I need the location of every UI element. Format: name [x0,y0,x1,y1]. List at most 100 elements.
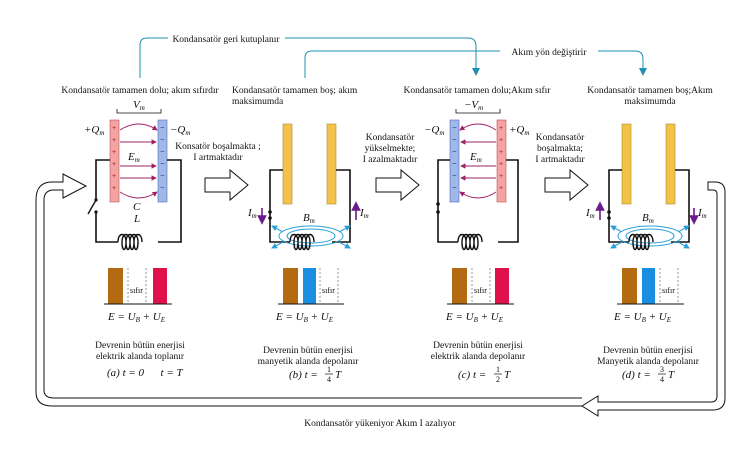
panel-b-circuit: Bm Im Im [247,123,369,251]
arrow-label-2a: Kondansatör [366,133,415,143]
energy-bars-a: sıfır [104,268,172,305]
svg-text:+: + [499,161,503,168]
arrow-right-icon [544,168,589,202]
charge-minus-a: −Q [170,124,185,136]
svg-text:+: + [112,137,116,144]
bottom-cycle-label: Kondansatör yükeniyor Akım I azalıyor [304,419,456,429]
arrow-label-3b: boşalmakta; [537,144,583,154]
energy-equation: E = UB + UE [107,311,166,324]
time-T: T [335,369,342,381]
time-label-c: (c) t = [458,369,489,381]
caption-c-1: Devrenin bütün enerjisi [433,341,523,351]
svg-text:−: − [160,159,165,168]
minus-signs: −−−−−− [160,123,165,192]
charge-plus-a: +Q [84,124,99,136]
time-frac-num: 3 [660,365,664,374]
panel-d-title-line2: maksimumda [624,97,676,107]
magnetic-symbol-b: B [303,212,310,224]
svg-text:+: + [499,185,503,192]
time-label-d: (d) t = [622,369,654,381]
svg-text:+Qm: +Qm [84,124,104,137]
arrow-right-icon [375,168,420,202]
svg-text:+: + [112,149,116,156]
panel-c-title: Kondansatör tamamen dolu;Akım sıfır [404,85,552,96]
current-symbol-b-right: I [359,207,365,219]
plate-left-b [282,123,293,205]
panel-d-circuit: Bm Im Im [585,123,707,251]
svg-text:+: + [112,161,116,168]
energy-bars-b: sıfır [278,268,344,305]
svg-text:−: − [160,123,165,132]
svg-text:−: − [452,183,457,192]
magnetic-field-b [271,225,351,249]
arrow-label-1b: I artmaktadır [193,153,243,163]
arrow-right-icon [204,168,249,202]
captions: Devrenin bütün enerjisi elektrik alanda … [95,341,700,384]
switch [87,199,97,215]
bar-zero-label: sıfır [130,286,143,295]
bar-electric [153,268,167,304]
caption-a-2: elektrik alanda toplanır [96,352,185,362]
svg-text:Em: Em [469,151,482,164]
panel-b-title-line1: Kondansatör tamamen boş; akım [232,86,358,96]
svg-text:Im: Im [247,207,257,220]
svg-text:Im: Im [585,207,595,220]
energy-equations: E = UB + UE E = UB + UE E = UB + UE E = … [107,311,672,324]
energy-equation: E = UB + UE [613,311,672,324]
arrow-label-3a: Kondansatör [536,133,585,143]
svg-text:+Qm: +Qm [509,124,529,137]
bar-zero-label: sıfır [474,286,487,295]
voltage-symbol-a: V [133,99,141,111]
time-frac-num: 1 [327,365,331,374]
svg-text:+: + [112,125,116,132]
arrow-label-2b: yükselmekte; [365,144,416,154]
svg-text:Im: Im [359,207,369,220]
energy-bars-d: sıfır [617,268,684,305]
electric-field-lines [119,123,158,199]
electric-field-lines-c [459,123,497,199]
caption-d-2: Manyetik alanda depolanır [597,357,700,367]
time-label-a: (a) t = 0 t = T [107,367,184,379]
svg-text:Bm: Bm [642,212,654,225]
positive-plate [109,119,120,203]
bar-zero-label: sıfır [662,286,675,295]
transition-arrows: Konsatör boşalmakta ; I artmaktadır Kond… [175,133,589,202]
arrow-label-3c: I artmaktadır [535,155,585,165]
voltage-symbol-c: −V [464,99,479,111]
svg-text:−: − [452,123,457,132]
plus-signs: ++++++ [112,125,116,192]
time-T: T [504,369,511,381]
energy-bars-c: sıfır [447,268,514,305]
time-frac-den: 2 [496,375,500,384]
caption-c-2: elektrik alanda depolanır [431,352,526,362]
panel-b-title-line2: maksimumda [232,97,284,107]
cycle-return-arrow: Kondansatör yükeniyor Akım I azalıyor [35,173,726,429]
arrow-label-2c: I azalmaktadır [363,155,418,165]
time-label-b: (b) t = [289,369,321,381]
caption-d-1: Devrenin bütün enerjisi [603,346,693,356]
svg-text:Em: Em [127,151,140,164]
coil-b [289,233,315,251]
svg-text:−: − [452,159,457,168]
caption-b-2: manyetik alanda depolanır [258,357,360,367]
bar-zero-label: sıfır [322,286,335,295]
svg-text:−: − [452,135,457,144]
capacitor-symbol: C [133,201,141,213]
svg-text:−: − [160,147,165,156]
current-symbol-b-left: I [247,207,253,219]
energy-equation: E = UB + UE [275,311,334,324]
plate-right-b [326,123,337,205]
arrow-label-1a: Konsatör boşalmakta ; [175,142,260,152]
panel-a-circuit: Vm ++++++ −−−−−− Em +Qm −Qm C L [84,99,190,251]
svg-text:−: − [160,183,165,192]
svg-text:−Qm: −Qm [170,124,190,137]
field-symbol-a: E [127,151,135,163]
current-change-label: Akım yön değiştirir [512,48,588,58]
panel-c-circuit: −Vm −−−−−− ++++++ Em −Qm +Qm [424,99,529,251]
time-frac-num: 1 [496,365,500,374]
caption-b-1: Devrenin bütün enerjisi [263,346,353,356]
reverse-polarity-label: Kondansatör geri kutuplanır [172,35,280,45]
svg-text:+: + [112,185,116,192]
svg-text:Im: Im [697,207,707,220]
